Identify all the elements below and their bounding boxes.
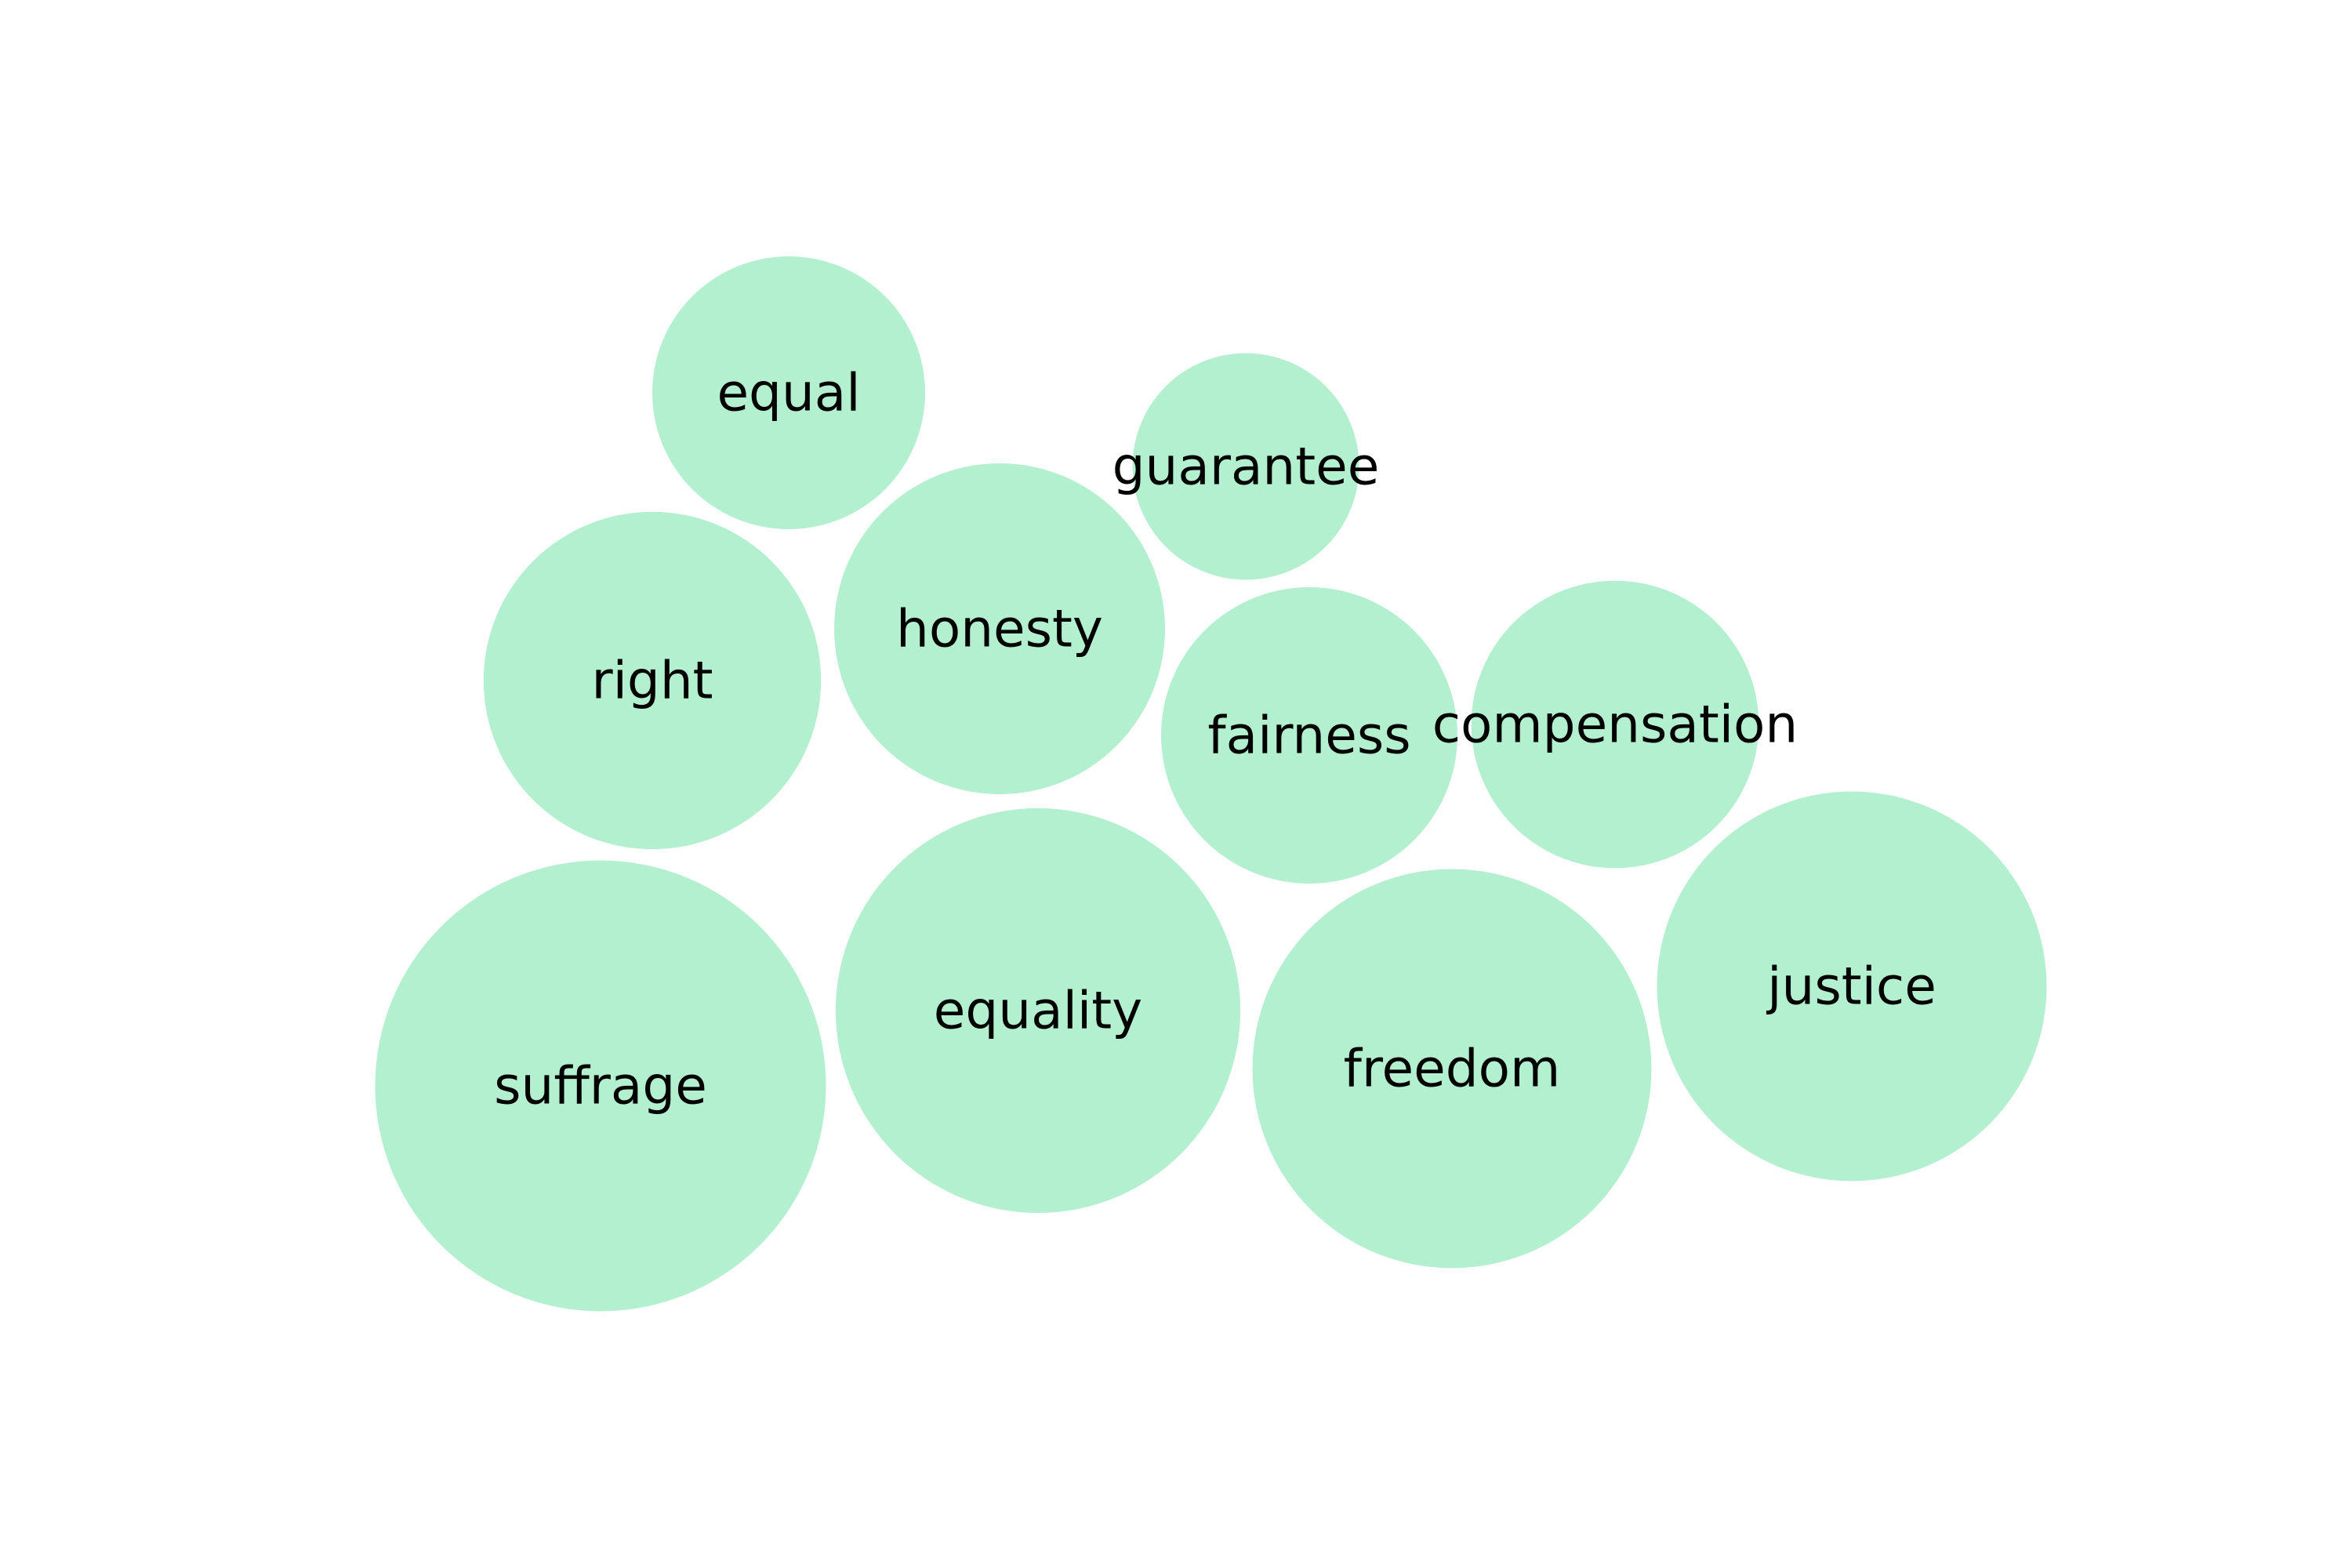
bubble-equal: equal xyxy=(652,256,925,529)
bubble-label: guarantee xyxy=(1112,437,1380,497)
bubble-label: justice xyxy=(1766,956,1936,1017)
bubble-circle xyxy=(1657,791,2047,1181)
bubble-circle xyxy=(1132,353,1359,580)
bubble-circle xyxy=(1161,587,1457,884)
bubble-equality: equality xyxy=(835,808,1241,1214)
bubble-circle xyxy=(835,808,1241,1214)
bubble-label: right xyxy=(591,651,713,711)
bubble-justice: justice xyxy=(1657,791,2047,1181)
bubble-label: freedom xyxy=(1344,1039,1561,1099)
bubble-label: equality xyxy=(934,981,1142,1041)
bubble-label: honesty xyxy=(896,599,1103,659)
bubble-guarantee: guarantee xyxy=(1112,353,1380,580)
bubble-circle xyxy=(834,463,1165,794)
bubble-compensation: compensation xyxy=(1432,580,1798,869)
bubble-label: suffrage xyxy=(494,1056,707,1116)
bubble-circle xyxy=(375,860,826,1312)
bubble-freedom: freedom xyxy=(1252,869,1652,1269)
bubble-circle xyxy=(1252,869,1652,1269)
bubbles-layer: equal guarantee honesty right fairness compen… xyxy=(375,256,2047,1312)
bubble-fairness: fairness xyxy=(1161,587,1457,884)
bubble-circle xyxy=(1471,580,1759,869)
bubble-label: compensation xyxy=(1432,695,1798,755)
bubble-label: fairness xyxy=(1207,706,1410,766)
bubble-circle xyxy=(652,256,925,529)
bubble-right: right xyxy=(483,511,822,850)
bubble-suffrage: suffrage xyxy=(375,860,826,1312)
bubble-label: equal xyxy=(717,363,860,423)
bubble-honesty: honesty xyxy=(834,463,1165,794)
bubble-circle xyxy=(483,511,822,850)
